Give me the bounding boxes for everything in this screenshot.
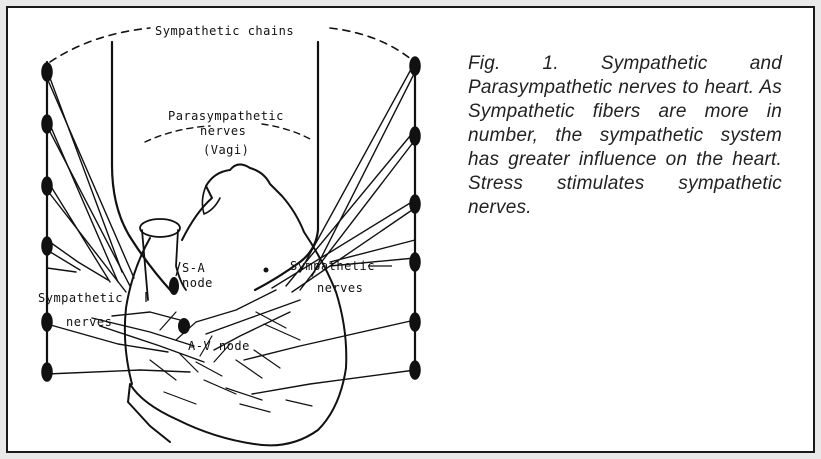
- aorta-opening: [140, 219, 180, 237]
- av-node-label: A-V node: [188, 339, 250, 353]
- sympathetic-right-label-line1: Sympathetic: [290, 259, 375, 273]
- sympathetic-nerves-point: [264, 268, 269, 273]
- sa-node-label-line1: S-A: [182, 261, 205, 275]
- cardiac-plexus-fibers: [150, 312, 312, 412]
- parasympathetic-label-line3: (Vagi): [203, 143, 249, 157]
- parasympathetic-label-line2: nerves: [200, 124, 246, 138]
- heart-outline: [128, 164, 346, 445]
- sympathetic-chains-label: Sympathetic chains: [155, 24, 294, 38]
- right-vagus-nerve: [255, 42, 318, 290]
- sympathetic-left-label-line1: Sympathetic: [38, 291, 123, 305]
- sympathetic-left-label-line2: nerves: [66, 315, 112, 329]
- parasympathetic-label-line1: Parasympathetic: [168, 109, 284, 123]
- sympathetic-chains-arc: [50, 28, 150, 62]
- sympathetic-right-label-line2: nerves: [317, 281, 363, 295]
- sa-node-shape: [169, 277, 179, 295]
- vagi-dashed-link-right: [262, 124, 312, 140]
- sympathetic-chains-arc-right: [330, 28, 412, 60]
- figure-caption: Fig. 1. Sympathetic and Parasympathetic …: [468, 52, 782, 220]
- av-node-shape: [178, 318, 190, 334]
- sa-node-label-line2: node: [182, 276, 213, 290]
